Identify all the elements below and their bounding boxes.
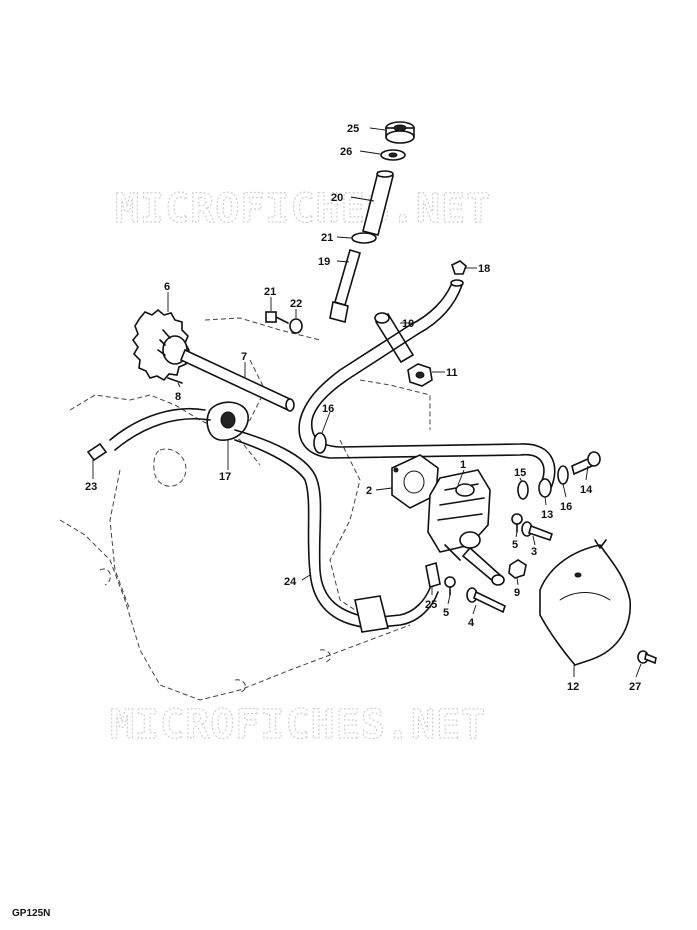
- part-22-tube: [329, 249, 361, 323]
- part-11-nut: [407, 363, 433, 387]
- part-6-gear: [131, 308, 190, 382]
- part-12-cover: [539, 539, 631, 666]
- callout-1: 1: [460, 459, 466, 471]
- callout-2: 2: [366, 485, 372, 497]
- part-16-washer-b: [557, 465, 569, 485]
- callout-9: 9: [514, 587, 520, 599]
- part-5-screw-upper: [511, 513, 523, 533]
- part-7-shaft: [179, 348, 295, 412]
- part-10-hose: [374, 312, 415, 364]
- callout-3: 3: [531, 546, 537, 558]
- part-16-washer-a: [517, 480, 529, 500]
- callout-28: 26: [340, 146, 352, 158]
- callout-16-a: 15: [514, 467, 526, 479]
- part-3-bolt: [521, 521, 554, 542]
- callout-19: 24: [284, 576, 297, 588]
- callout-5-b: 5: [443, 607, 449, 619]
- callout-8: 8: [175, 391, 181, 403]
- watermark-top: MICROFICHES.NET: [115, 186, 491, 232]
- model-code: GP125N: [12, 908, 50, 919]
- part-21-fitting-left: [86, 442, 108, 462]
- callout-20: 17: [219, 471, 231, 483]
- callout-23: 20: [331, 192, 343, 204]
- watermark-bottom: MICROFICHES.NET: [110, 702, 486, 748]
- callout-14: 13: [541, 509, 553, 521]
- part-20-grommet: [206, 401, 249, 441]
- part-24-oring: [351, 232, 377, 244]
- callout-6: 6: [164, 281, 170, 293]
- part-25-bolt: [265, 311, 289, 324]
- part-28-washer: [380, 149, 406, 161]
- part-9-nut: [508, 559, 527, 579]
- callout-13: 27: [629, 681, 641, 693]
- part-27-cap: [385, 121, 415, 144]
- part-23-sleeve: [362, 170, 394, 236]
- callout-21-b: 25: [425, 599, 437, 611]
- part-17-clamp: [313, 432, 327, 454]
- callout-16-b: 16: [560, 501, 572, 513]
- part-1-oil-pump: [427, 469, 505, 586]
- part-21-fitting-right: [425, 561, 441, 589]
- callout-11: 11: [446, 367, 458, 379]
- callout-21-a: 23: [85, 481, 97, 493]
- oil-hose-upper: [298, 279, 556, 498]
- callout-7: 7: [241, 351, 247, 363]
- callout-labels: 25 26 20 21 19 18 6 21 22 10 7 11 8 16 1…: [85, 123, 641, 693]
- callout-26: 22: [290, 298, 302, 310]
- callout-22: 19: [318, 256, 330, 268]
- part-5-screw-lower: [444, 576, 456, 596]
- callout-27: 25: [347, 123, 359, 135]
- part-4-bolt: [466, 587, 506, 614]
- part-19-oil-line: [109, 407, 439, 633]
- callout-25: 21: [264, 286, 276, 298]
- part-13-screw: [637, 650, 657, 665]
- part-8-pin: [167, 377, 183, 384]
- callout-17: 16: [322, 403, 334, 415]
- callout-15: 14: [580, 484, 593, 496]
- callout-12: 12: [567, 681, 579, 693]
- callout-5-a: 5: [512, 539, 518, 551]
- callout-24: 21: [321, 232, 333, 244]
- part-15-bolt: [571, 451, 601, 476]
- callout-10: 10: [402, 318, 414, 330]
- callout-18: 18: [478, 263, 490, 275]
- part-26-washer: [289, 318, 303, 334]
- part-18-clip: [451, 260, 467, 275]
- callout-4: 4: [468, 617, 475, 629]
- leader-lines: [92, 127, 642, 678]
